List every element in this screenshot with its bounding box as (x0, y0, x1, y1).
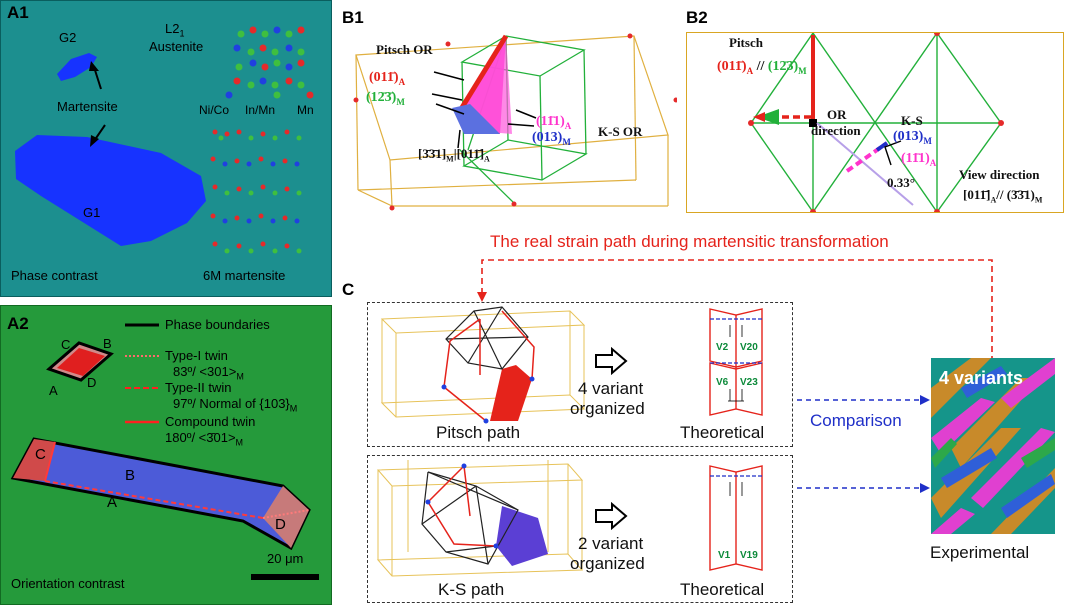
six-m-atom-lattice (210, 129, 302, 254)
panel-label-b1: B1 (342, 8, 364, 27)
austenite-atom-lattice (233, 26, 305, 89)
pitsch-path-label: Pitsch path (436, 423, 521, 442)
pitsch-theoretical-variants (709, 308, 763, 416)
ks-theoretical-variants (709, 465, 763, 571)
pitsch-lattice (380, 306, 586, 424)
g1-martensite-plate (15, 135, 206, 246)
b1-ks-or-label: K-S OR (598, 124, 643, 139)
b1-orientation-relation: Pitsch OR (011̄)A (12̄3̄)M (11̄1)A (013)… (340, 30, 677, 213)
legend-type1-twin: Type-I twin (165, 348, 228, 363)
label-g2: G2 (59, 30, 77, 45)
variant-v20: V20 (740, 342, 758, 353)
pitsch-variant-count: 4 variant (578, 379, 644, 398)
legend-type1-desc: 83º/ <301>M (173, 364, 244, 382)
b1-pitsch-or-label: Pitsch OR (376, 42, 433, 57)
legend-in-mn: In/Mn (245, 103, 276, 117)
experimental-variants-label: 4 variants (939, 368, 1024, 388)
ks-theoretical-label: Theoretical (680, 580, 765, 599)
experimental-variant-map (931, 358, 1055, 534)
pitsch-arrow-icon (595, 347, 628, 375)
legend-ni-co: Ni/Co (199, 103, 230, 117)
b1-ks-plane-m: (013)M (532, 130, 571, 147)
big-label-c: C (35, 446, 46, 463)
legend-type2-desc: 97º/ Normal of {103}M (173, 396, 298, 414)
panel-label-c: C (342, 280, 355, 299)
b2-pitsch-label: Pitsch (729, 35, 763, 50)
b2-ks-label: K-S (901, 113, 923, 128)
g2-martensite-grain (57, 53, 97, 81)
ks-variant-count: 2 variant (578, 534, 644, 553)
a2-grain-diagram (10, 323, 319, 580)
legend-ni-co-dot (225, 91, 233, 99)
b2-pitsch-relation: (011̄)A // (12̄3̄)M (717, 59, 807, 76)
b1-direction: [3̄3̄1]M|[011̄]A (418, 146, 490, 164)
panel-label-a1: A1 (7, 3, 29, 22)
panel-label-b2: B2 (686, 8, 708, 27)
scale-bar-label: 20 μm (267, 551, 304, 566)
ks-arrow-icon (595, 502, 628, 530)
label-martensite: Martensite (57, 99, 118, 114)
b2-view-direction: Pitsch (011̄)A // (12̄3̄)M OR direction … (686, 32, 1064, 213)
big-label-b: B (125, 467, 136, 484)
panel-a1-phase-contrast: A1 (0, 0, 332, 297)
b2-view-equation: [011̄]A// (3̄3̄1)M (963, 187, 1043, 205)
small-label-a: A (49, 383, 58, 398)
legend-phase-boundaries: Phase boundaries (165, 317, 270, 332)
ks-path-label: K-S path (438, 580, 505, 599)
ks-path-box: K-S path 2 variant organized V1 V19 Theo… (367, 455, 793, 603)
variant-v23: V23 (740, 377, 758, 388)
label-phase-contrast: Phase contrast (11, 268, 98, 283)
ks-organized: organized (570, 554, 645, 573)
label-6m-martensite: 6M martensite (203, 268, 286, 283)
label-orientation-contrast: Orientation contrast (11, 576, 125, 591)
b2-view-direction-label: View direction (959, 167, 1040, 182)
pitsch-path-box: Pitsch path 4 variant organized V2 V20 V… (367, 302, 793, 447)
b2-projection-drawing (748, 33, 1004, 212)
small-label-d: D (87, 375, 97, 390)
variant-v1: V1 (718, 550, 731, 561)
legend-type2-twin: Type-II twin (165, 380, 232, 395)
pitsch-theoretical-label: Theoretical (680, 423, 765, 442)
panel-label-a2: A2 (7, 314, 29, 333)
legend-mn-dot (306, 91, 314, 99)
b2-or-label: OR (827, 107, 847, 122)
variant-v6: V6 (716, 377, 729, 388)
big-label-a: A (107, 494, 118, 511)
b1-plane-m: (12̄3̄)M (366, 90, 405, 107)
legend-compound-desc: 180º/ <3̄01>M (165, 430, 244, 448)
small-label-c: C (61, 337, 71, 352)
b1-plane-a: (011̄)A (369, 70, 406, 87)
b1-lattice-drawing (353, 33, 677, 211)
b1-ks-plane-a: (11̄1)A (536, 114, 572, 131)
experimental-micrograph: 4 variants (931, 358, 1055, 534)
b2-angle-label: 0.33° (887, 175, 915, 190)
label-austenite: Austenite (149, 39, 204, 54)
b2-ks-plane-a: (11̄1)A (901, 151, 937, 168)
panel-a2-orientation-contrast: A2 Phase boundaries Type-I twin 83º/ <30… (0, 305, 332, 605)
ks-lattice (376, 460, 584, 577)
b2-direction-label: direction (811, 123, 861, 138)
legend-compound-twin: Compound twin (165, 414, 256, 429)
big-label-d: D (275, 516, 286, 533)
legend-mn: Mn (297, 103, 314, 117)
variant-v2: V2 (716, 342, 729, 353)
real-strain-path-title: The real strain path during martensitic … (490, 232, 889, 251)
variant-v19: V19 (740, 550, 758, 561)
comparison-label: Comparison (810, 411, 902, 430)
experimental-label: Experimental (930, 543, 1030, 562)
label-g1: G1 (83, 205, 101, 220)
label-l21: L21 (165, 21, 185, 39)
a1-microstructure (15, 26, 314, 254)
pitsch-organized: organized (570, 399, 645, 418)
small-label-b: B (103, 336, 112, 351)
b2-ks-plane-m: (013)M (893, 129, 932, 146)
legend-in-mn-dot (273, 91, 281, 99)
